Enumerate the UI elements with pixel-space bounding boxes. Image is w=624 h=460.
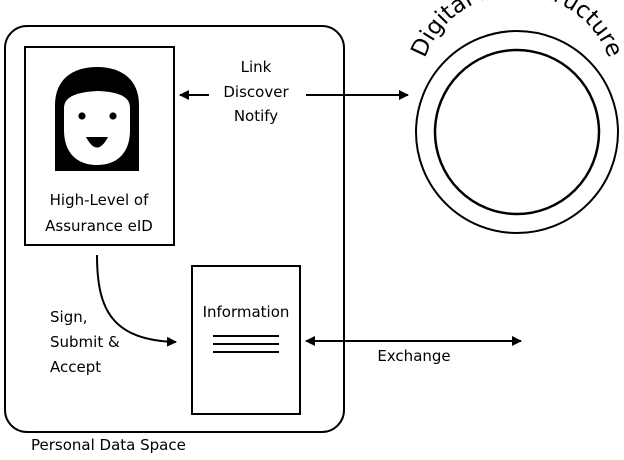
identity-card: High-Level of Assurance eID	[24, 46, 175, 246]
discover-label: Discover	[223, 83, 289, 101]
sign-arrow-curve	[96, 254, 177, 347]
sign-label-line-2: Submit &	[50, 333, 120, 351]
link-arrow: Link Discover Notify	[179, 58, 409, 125]
personal-data-space-label: Personal Data Space	[31, 436, 186, 454]
personal-data-space-box	[4, 25, 345, 433]
notify-label: Notify	[234, 107, 278, 125]
eid-label-line-1: High-Level of	[50, 191, 149, 209]
person-icon	[55, 67, 139, 171]
infrastructure-outer-ring	[415, 30, 619, 234]
exchange-arrow: Exchange	[305, 336, 522, 365]
information-document: Information	[191, 265, 301, 415]
sign-label-line-1: Sign,	[50, 308, 88, 326]
sign-label-line-3: Accept	[50, 358, 101, 376]
digital-infrastructure: Digital infrastructure	[406, 0, 624, 234]
sign-arrow: Sign, Submit & Accept	[50, 254, 177, 376]
eid-label-line-2: Assurance eID	[45, 217, 153, 235]
exchange-label: Exchange	[377, 347, 450, 365]
information-document-frame	[191, 265, 301, 415]
information-label: Information	[203, 303, 290, 321]
link-label: Link	[241, 58, 272, 76]
infrastructure-inner-ring	[433, 48, 601, 216]
